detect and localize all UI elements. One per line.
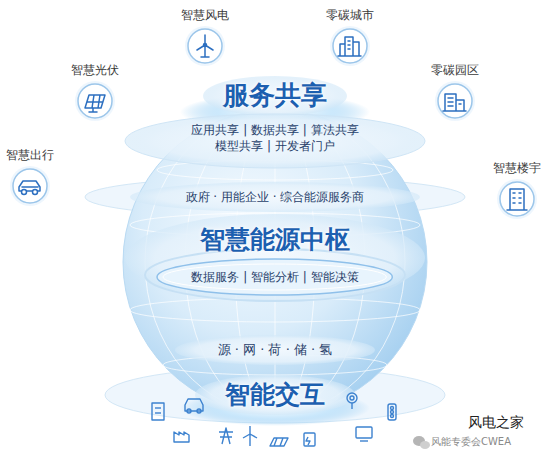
watermark: 风电之家 xyxy=(468,414,524,432)
scenario-label: 智慧出行 xyxy=(6,147,54,163)
scenario-label: 智慧楼宇 xyxy=(493,160,541,176)
icon-circle xyxy=(186,27,224,65)
scenario-icon: 零碳城市 xyxy=(326,7,374,65)
scenario-icon: 智慧光伏 xyxy=(71,62,119,120)
watermark: 风能专委会CWEA xyxy=(431,435,511,449)
layer-items: 数据服务 | 智能分析 | 智能决策 xyxy=(191,269,358,285)
layer-items: 源 · 网 · 荷 · 储 · 氢 xyxy=(218,342,333,358)
scenario-icon: 智慧出行 xyxy=(6,147,54,205)
scenario-icon: 智慧楼宇 xyxy=(493,160,541,218)
layer-heading: 智能交互 xyxy=(225,380,325,410)
scenario-icon: 智慧风电 xyxy=(181,7,229,65)
globe-band: 智慧能源中枢数据服务 | 智能分析 | 智能决策 xyxy=(161,225,388,293)
icon-circle xyxy=(331,27,369,65)
globe-band: 服务共享应用共享 | 数据共享 | 算法共享 模型共享 | 开发者门户 xyxy=(185,80,365,154)
icon-circle xyxy=(11,167,49,205)
layer-heading: 智慧能源中枢 xyxy=(161,225,388,255)
capability-ellipse: 数据服务 | 智能分析 | 智能决策 xyxy=(161,261,388,293)
wechat-mark xyxy=(413,436,430,449)
layer-items: 政府 · 用能企业 · 综合能源服务商 xyxy=(186,189,365,205)
globe-band: 政府 · 用能企业 · 综合能源服务商 xyxy=(186,189,365,205)
scenario-label: 零碳园区 xyxy=(431,62,479,78)
icon-circle xyxy=(436,82,474,120)
scenario-icon: 零碳园区 xyxy=(431,62,479,120)
icon-circle xyxy=(76,82,114,120)
globe-band: 源 · 网 · 荷 · 储 · 氢 xyxy=(218,342,333,358)
layer-items: 应用共享 | 数据共享 | 算法共享 模型共享 | 开发者门户 xyxy=(185,122,365,154)
scenario-label: 智慧风电 xyxy=(181,7,229,23)
layer-heading: 服务共享 xyxy=(185,80,365,110)
scenario-label: 智慧光伏 xyxy=(71,62,119,78)
icon-circle xyxy=(498,180,536,218)
scenario-label: 零碳城市 xyxy=(326,7,374,23)
globe-band: 智能交互 xyxy=(225,380,325,410)
